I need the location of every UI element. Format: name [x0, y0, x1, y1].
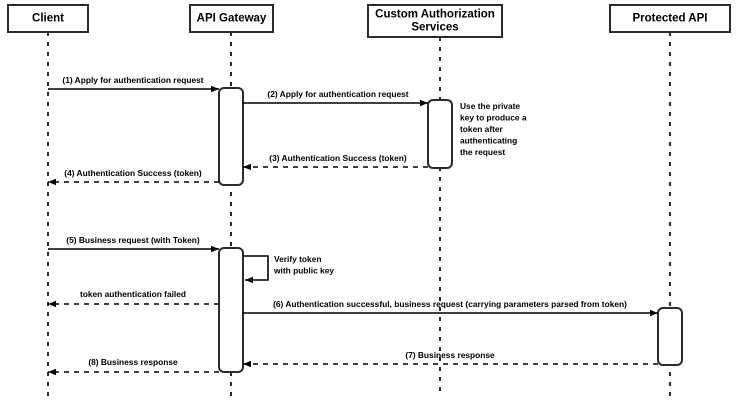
message-label-3: (3) Authentication Success (token)	[269, 153, 407, 163]
participant-label-protected-api: Protected API	[633, 13, 708, 25]
message-3[interactable]: (3) Authentication Success (token)	[243, 153, 428, 171]
self-call-note-verify-token: Verify token	[274, 254, 321, 264]
participant-label-client: Client	[32, 13, 64, 25]
participant-api-gateway[interactable]: API Gateway	[189, 4, 274, 33]
self-calls-layer: Verify token with public key	[243, 254, 334, 284]
message-label-7: (7) Business response	[405, 350, 495, 360]
message-1[interactable]: (1) Apply for authentication request	[48, 75, 219, 93]
activation-bar-gw-auth[interactable]	[218, 87, 244, 186]
note-line-private-key-note: Use the private	[460, 101, 520, 111]
participant-protected-api[interactable]: Protected API	[609, 4, 731, 33]
message-7[interactable]: (7) Business response	[243, 350, 658, 368]
activation-bar-gw-business[interactable]	[218, 247, 244, 373]
participant-client[interactable]: Client	[7, 4, 89, 33]
participant-box-protected-api	[609, 4, 731, 33]
activations-layer	[218, 87, 683, 373]
message-label-1: (1) Apply for authentication request	[62, 75, 203, 85]
message-2[interactable]: (2) Apply for authentication request	[243, 89, 428, 107]
participant-box-api-gateway	[189, 4, 274, 33]
participant-box-client	[7, 4, 89, 33]
message-label-4: (4) Authentication Success (token)	[64, 168, 202, 178]
message-8[interactable]: (8) Business response	[48, 357, 219, 376]
note-line-private-key-note: the request	[460, 147, 505, 157]
message-fail[interactable]: token authentication failed	[48, 289, 219, 308]
message-label-2: (2) Apply for authentication request	[267, 89, 408, 99]
participant-boxes-layer: Client API Gateway Custom AuthorizationSer…	[7, 4, 731, 38]
self-call-note-verify-token: with public key	[273, 266, 334, 276]
self-call-verify-token[interactable]: Verify token with public key	[243, 254, 334, 284]
note-line-private-key-note: token after	[460, 124, 504, 134]
message-label-6: (6) Authentication successful, business …	[273, 299, 627, 309]
participant-label-custom-authorization-services: Custom Authorization	[375, 9, 495, 21]
message-4[interactable]: (4) Authentication Success (token)	[48, 168, 219, 186]
message-label-fail: token authentication failed	[80, 289, 186, 299]
message-label-5: (5) Business request (with Token)	[66, 235, 200, 245]
messages-layer: (1) Apply for authentication request (2) …	[48, 75, 658, 376]
message-6[interactable]: (6) Authentication successful, business …	[243, 299, 658, 317]
activation-bar-cas-auth[interactable]	[427, 99, 453, 169]
participant-label-api-gateway: API Gateway	[197, 13, 267, 25]
message-label-8: (8) Business response	[88, 357, 178, 367]
message-5[interactable]: (5) Business request (with Token)	[48, 235, 219, 253]
lifelines-layer	[47, 32, 671, 397]
note-line-private-key-note: key to produce a	[460, 113, 527, 123]
participant-label-custom-authorization-services: Services	[411, 22, 458, 34]
note-line-private-key-note: authenticating	[460, 136, 517, 146]
self-call-path-verify-token	[243, 255, 269, 284]
participant-box-custom-authorization-services	[367, 4, 503, 38]
activation-bar-papi-business[interactable]	[657, 307, 683, 366]
